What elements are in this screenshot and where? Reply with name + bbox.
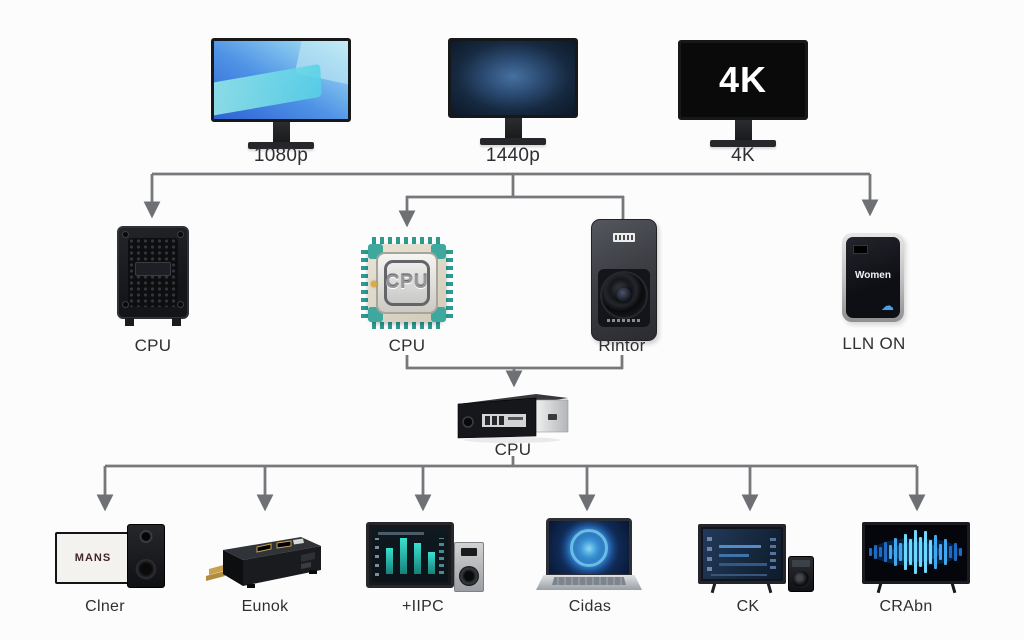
label-crabn: CRAbn [879, 598, 933, 615]
label-1080p: 1080p [253, 145, 309, 166]
label-ck: CK [736, 598, 760, 615]
speaker [127, 524, 165, 588]
label-cpu-chip: CPU [388, 336, 426, 355]
cpu-chip-icon: CPU [361, 237, 453, 329]
monitor-base [480, 138, 546, 145]
tv-mixer-speaker-icon [366, 520, 486, 594]
label-1440p: 1440p [485, 145, 541, 166]
label-hipc: +IIPC [402, 598, 444, 615]
av-module-icon [205, 535, 325, 590]
tv-screen [862, 522, 970, 584]
tv-screen-text: MANS [74, 552, 112, 564]
monitor-base [248, 142, 314, 149]
camera-device-icon [591, 219, 657, 341]
label-clner: Clner [85, 598, 125, 615]
tv-waveform-icon [860, 522, 972, 594]
monitor-stand [734, 119, 752, 140]
tv-screen [698, 524, 786, 584]
tv-settings-speaker-icon [698, 524, 814, 594]
monitor-screen: 4K [678, 40, 808, 120]
tower-body [117, 226, 189, 319]
hub-device-icon [452, 386, 574, 444]
monitor-4k-icon: 4K [678, 40, 808, 147]
label-rintor: Rintor [598, 336, 646, 355]
monitor-stand [504, 117, 522, 138]
label-cidas: Cidas [568, 598, 612, 615]
laptop-screen [546, 518, 632, 576]
chip-core: CPU [384, 260, 430, 306]
tv-screen [366, 522, 454, 588]
camera-sticker [613, 233, 635, 242]
camera-lens-panel [598, 269, 650, 327]
label-cpu-tower: CPU [134, 336, 172, 355]
speaker [454, 542, 484, 592]
media-box-face: Women ☁ [846, 237, 900, 318]
tv-speaker-icon: MANS [55, 520, 165, 588]
laptop-icon [536, 518, 642, 594]
monitor-1080p-icon [211, 38, 351, 149]
tv-screen: MANS [55, 532, 131, 584]
camera-lens [602, 273, 646, 317]
monitor-screen [448, 38, 578, 118]
monitor-screen-text: 4K [718, 59, 768, 100]
label-hub-cpu: CPU [494, 440, 532, 459]
pc-tower-icon [117, 226, 189, 326]
label-eunok: Eunok [241, 598, 289, 615]
media-box-icon: Women ☁ [842, 233, 904, 322]
label-lln-on: LLN ON [842, 334, 906, 353]
media-box-text: Women [855, 270, 891, 281]
monitor-base [710, 140, 776, 147]
chip-text: CPU [385, 272, 429, 293]
label-4k: 4K [731, 145, 755, 166]
monitor-screen [211, 38, 351, 122]
speaker [788, 556, 814, 592]
monitor-stand [272, 121, 290, 142]
cloud-icon: ☁ [881, 299, 894, 314]
monitor-1440p-icon [448, 38, 578, 145]
